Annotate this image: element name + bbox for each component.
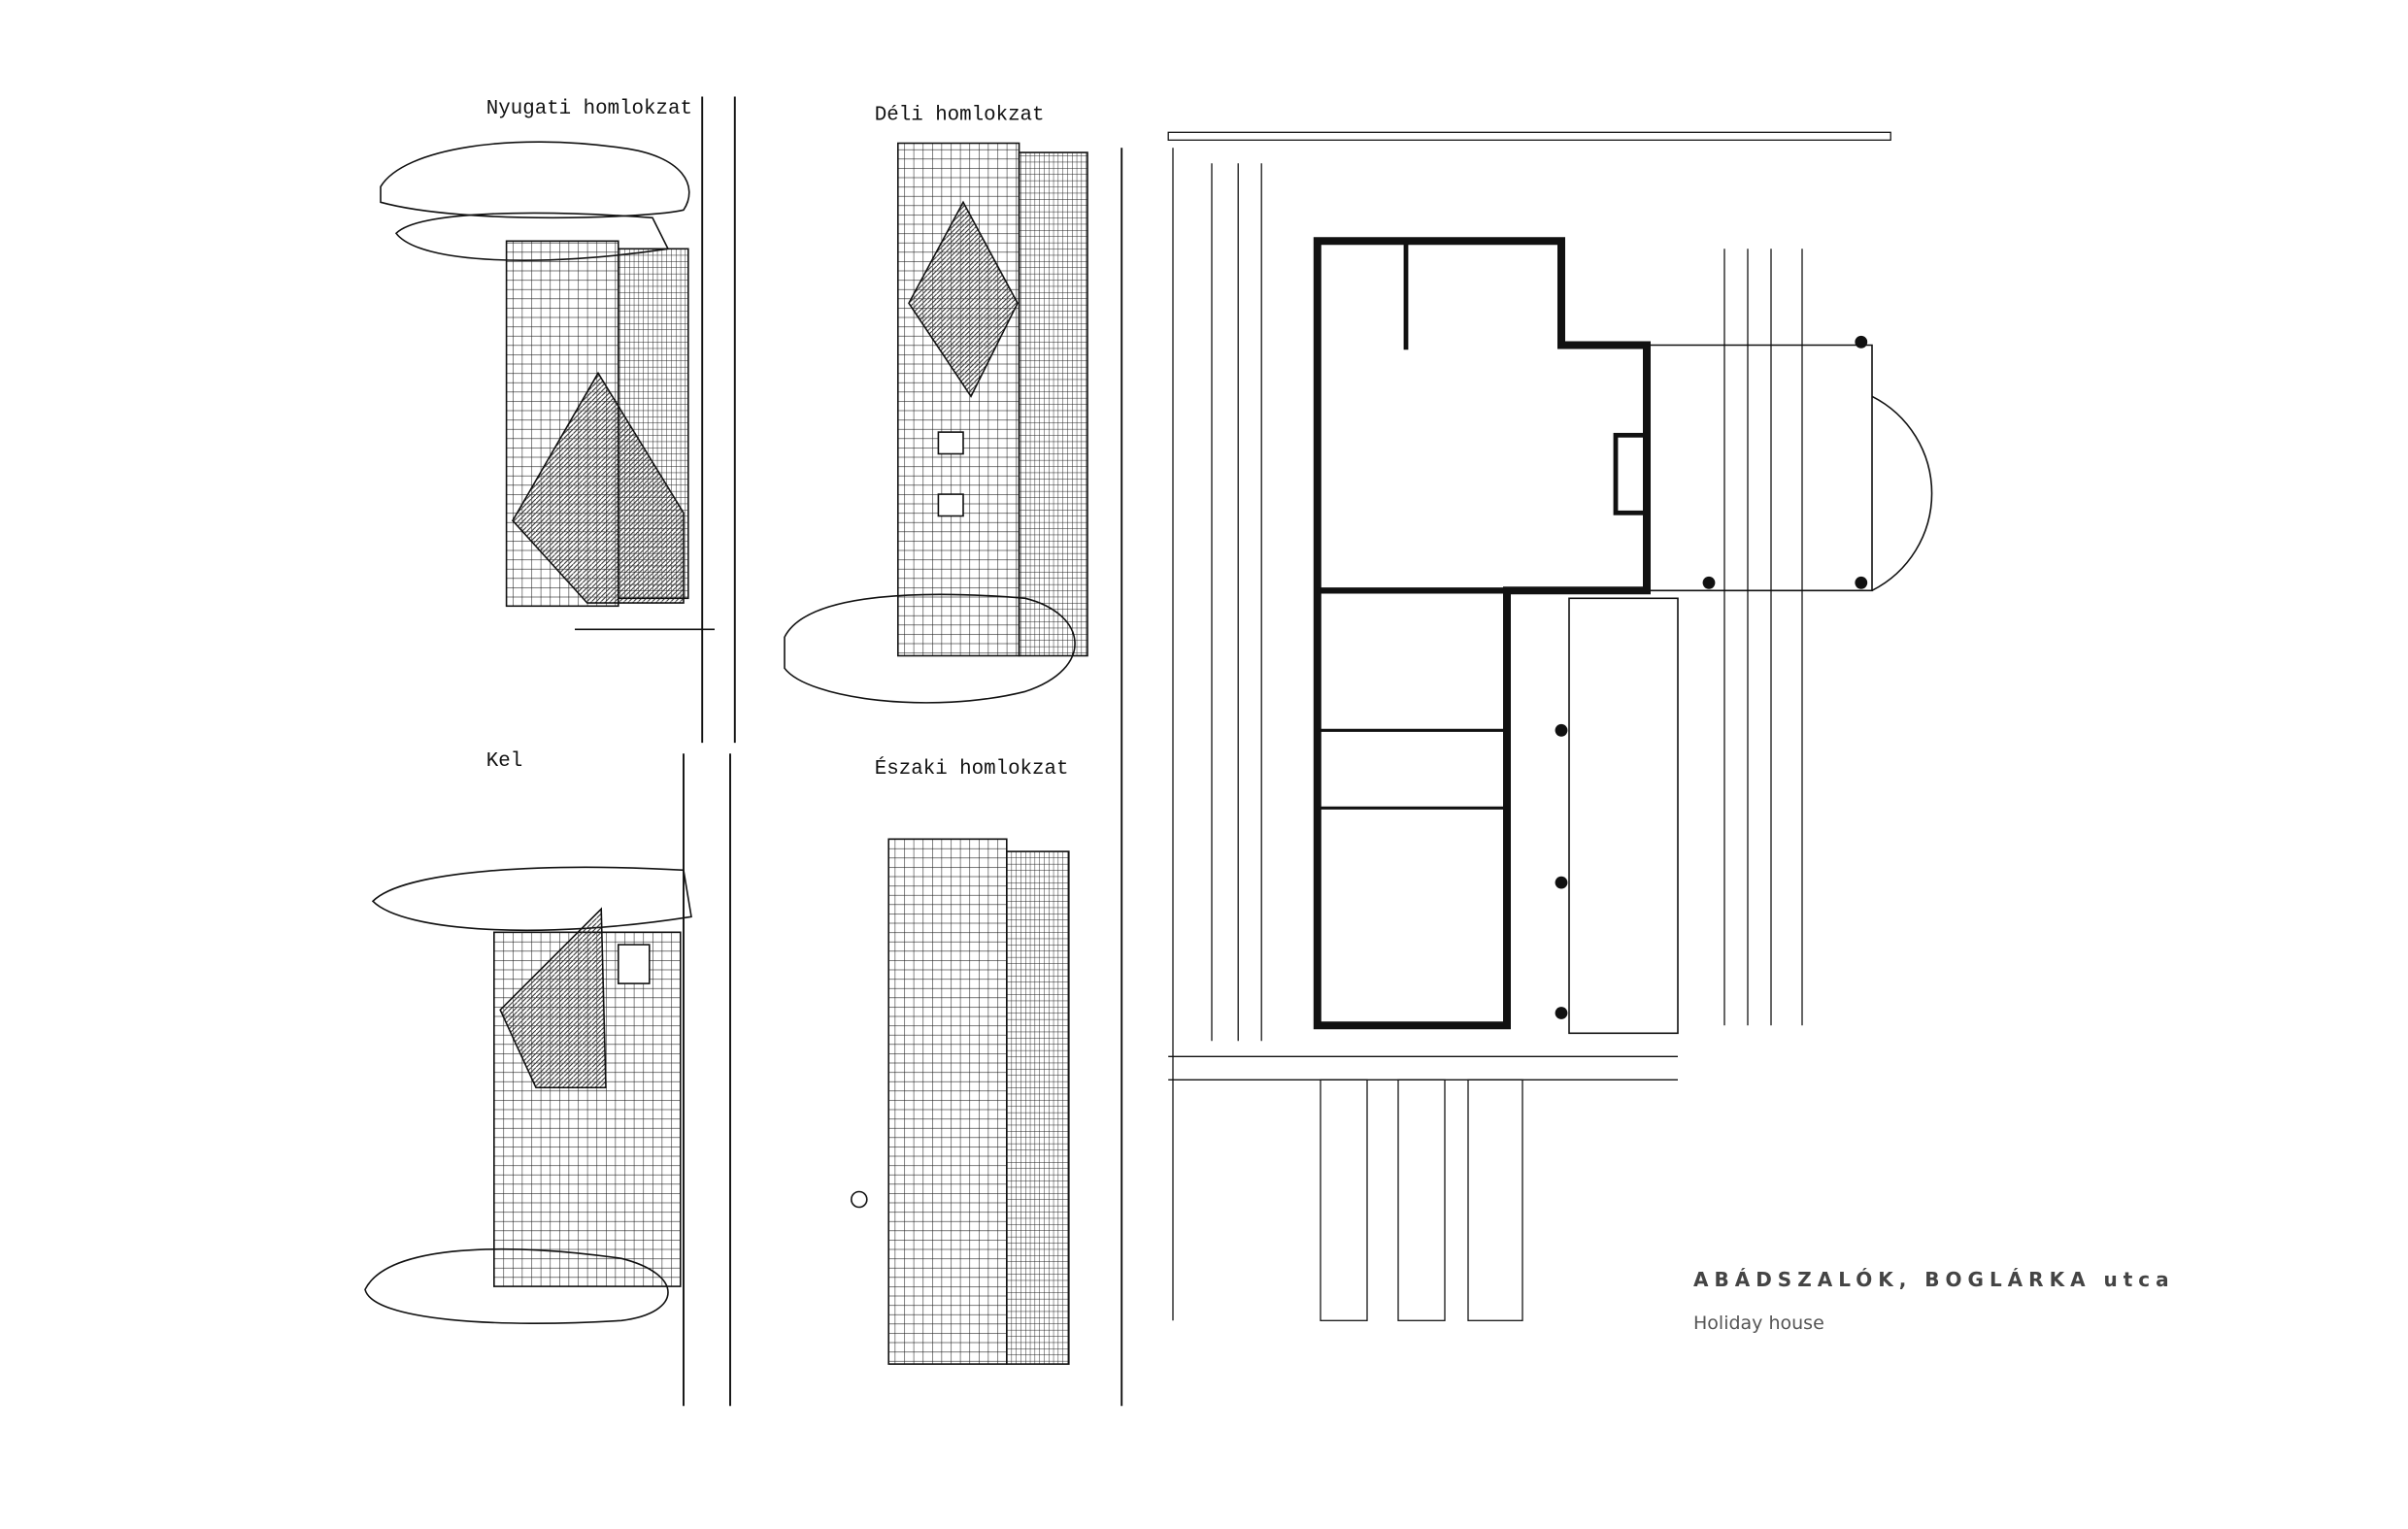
east-elevation-title: Kel <box>486 750 522 773</box>
east-elevation: Kel <box>364 750 692 1324</box>
sheet-dividers <box>683 96 1123 1407</box>
north-elevation-title: Északi homlokzat <box>875 757 1069 781</box>
project-title: ABÁDSZALÓK, BOGLÁRKA utca <box>1693 1268 2175 1291</box>
south-elevation-title: Déli homlokzat <box>875 105 1045 127</box>
north-elevation: Északi homlokzat <box>851 757 1070 1365</box>
project-subtitle: Holiday house <box>1693 1313 1824 1334</box>
south-elevation: Déli homlokzat <box>784 105 1088 704</box>
west-elevation-title: Nyugati homlokzat <box>486 98 692 120</box>
west-elevation: Nyugati homlokzat <box>380 98 715 631</box>
floor-plan <box>1167 131 1933 1321</box>
